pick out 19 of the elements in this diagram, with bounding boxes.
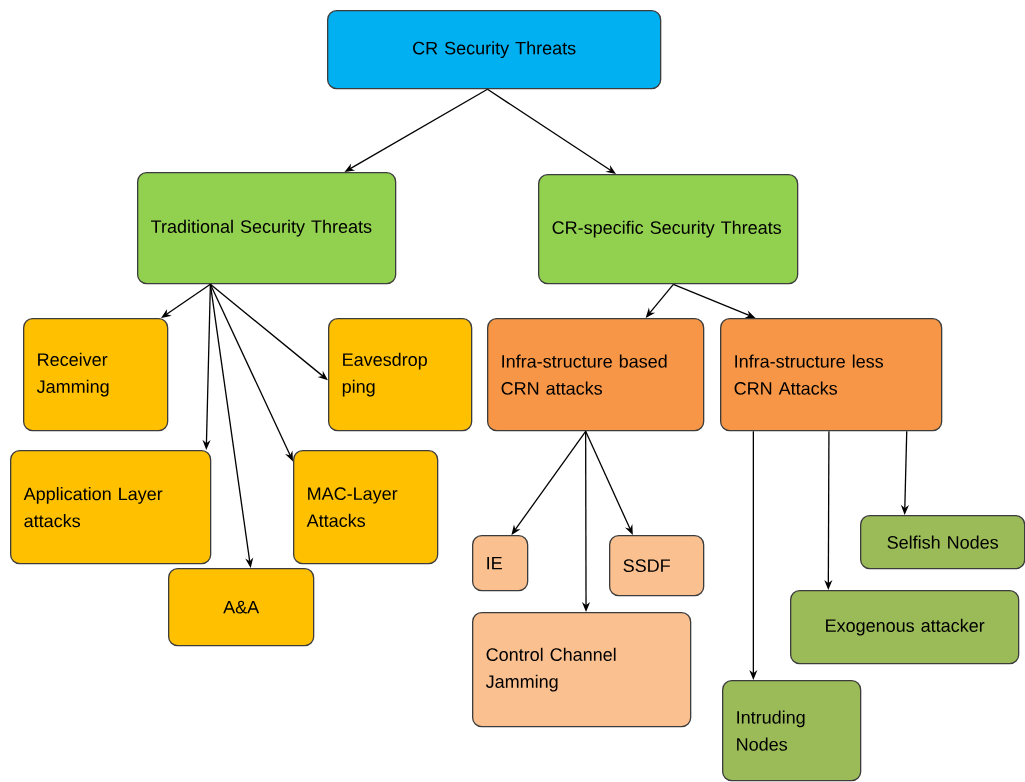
process-box: IE [472, 535, 529, 592]
process-box: SSDF [609, 535, 705, 597]
process-box: Infra-structure based CRN attacks [487, 318, 705, 432]
process-box: A&A [168, 568, 315, 647]
process-box: MAC-Layer Attacks [293, 450, 439, 565]
process-box: CR-specific Security Threats [538, 174, 799, 285]
arrow [161, 283, 212, 318]
arrow [511, 430, 587, 535]
process-box: Traditional Security Threats [137, 172, 397, 285]
process-box: Eavesdrop ping [328, 318, 473, 432]
process-box: CR Security Threats [327, 10, 662, 90]
arrow [585, 430, 633, 535]
process-box: Exogenous attacker [790, 590, 1020, 665]
process-box: Receiver Jamming [23, 318, 169, 432]
process-box: Control Channel Jamming [472, 612, 692, 728]
process-box: Selfish Nodes [860, 515, 1025, 570]
process-box: Infra-structure less CRN Attacks [720, 318, 943, 432]
process-box: Application Layer attacks [10, 450, 212, 565]
process-box: Intruding Nodes [722, 680, 862, 782]
